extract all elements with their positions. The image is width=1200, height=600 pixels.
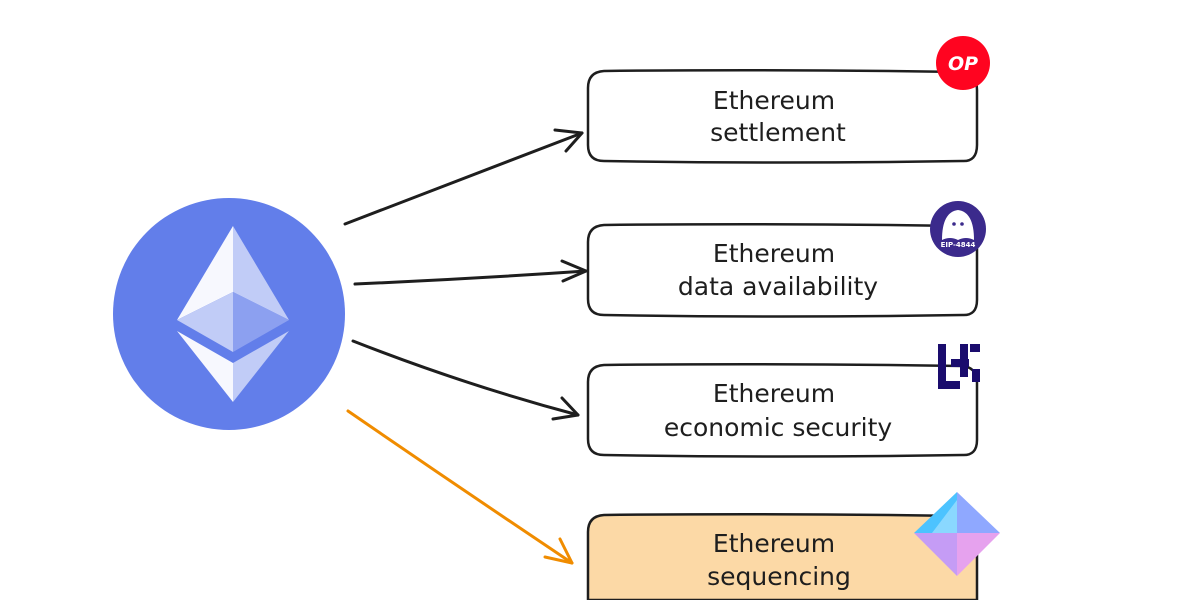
- ethereum-diamond-mid-left: [177, 292, 233, 352]
- eigenlayer-logo-icon: [938, 344, 980, 389]
- eigenlayer-bar-bottom: [938, 381, 960, 389]
- blob-badge-label: EIP-4844: [941, 241, 976, 249]
- box-economic-security-subtitle: economic security: [664, 413, 893, 442]
- blob-mascot-icon: EIP-4844: [930, 201, 986, 257]
- box-economic-security-frame: [586, 362, 979, 458]
- box-data-availability: Ethereum data availability: [586, 222, 979, 318]
- box-data-availability-title: Ethereum: [713, 239, 835, 268]
- box-data-availability-subtitle: data availability: [678, 272, 878, 301]
- arrow-to-data-availability: [353, 259, 588, 286]
- ethereum-diamond-top-right: [233, 226, 289, 320]
- ethereum-diamond-mid-right: [233, 292, 289, 352]
- eigenlayer-bar-left: [938, 344, 946, 389]
- optimism-badge-label: OP: [948, 53, 978, 75]
- box-settlement-subtitle: settlement: [710, 118, 846, 147]
- eigenlayer-tab-low: [972, 369, 980, 382]
- gem-right-top: [957, 492, 1000, 533]
- box-settlement: Ethereum settlement: [586, 68, 979, 164]
- arrow-to-economic-security: [351, 339, 580, 421]
- box-sequencing: Ethereum sequencing: [586, 512, 979, 600]
- gem-highlight: [932, 500, 957, 533]
- crystal-gem-icon: [914, 492, 1000, 576]
- ethereum-diamond-bottom-left: [177, 331, 233, 402]
- ethereum-diamond-bottom-right: [233, 331, 289, 402]
- blob-mascot-body: [942, 210, 974, 240]
- arrow-to-sequencing: [346, 409, 574, 565]
- box-data-availability-frame: [586, 222, 979, 318]
- box-sequencing-subtitle: sequencing: [707, 562, 851, 591]
- blob-mascot-eye-left: [952, 222, 956, 226]
- eigenlayer-tab-top: [970, 344, 980, 352]
- arrow-to-settlement: [343, 128, 584, 226]
- optimism-badge-circle: [936, 36, 990, 90]
- gem-right-bottom: [957, 533, 1000, 576]
- gem-left-bottom: [914, 533, 957, 576]
- ethereum-diamond-top-left: [177, 226, 233, 320]
- optimism-logo-icon: OP: [936, 36, 990, 90]
- eigenlayer-bar-right: [960, 344, 968, 377]
- box-economic-security-title: Ethereum: [713, 379, 835, 408]
- gem-left-top: [914, 492, 957, 533]
- box-sequencing-title: Ethereum: [713, 529, 835, 558]
- box-settlement-title: Ethereum: [713, 86, 835, 115]
- box-settlement-frame: [586, 68, 979, 164]
- blob-mascot-eye-right: [960, 222, 964, 226]
- ethereum-logo-icon: [113, 198, 345, 430]
- box-economic-security: Ethereum economic security: [586, 362, 979, 458]
